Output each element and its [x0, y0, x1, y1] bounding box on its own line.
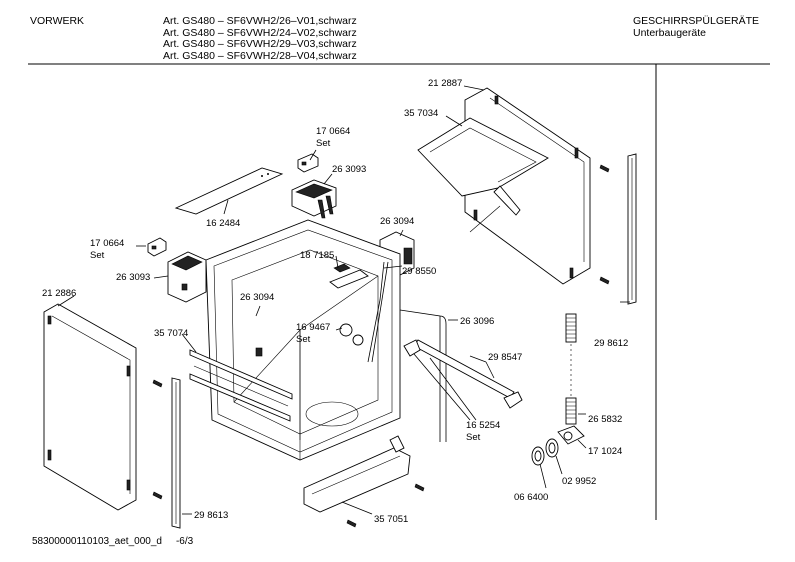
washer	[545, 438, 559, 458]
category-subtitle: Unterbaugeräte	[633, 26, 706, 39]
category-title: GESCHIRRSPÜLGERÄTE	[633, 15, 760, 27]
insulation-strip	[174, 167, 284, 215]
article-line: Art. GS480 – SF6VWH2/24–V02,schwarz	[163, 26, 357, 39]
document-id: 58300000110103_aet_000_d	[32, 536, 162, 547]
part-number-label: 06 6400	[514, 492, 548, 503]
bracket-set-left	[147, 237, 167, 257]
screw-icon	[346, 519, 357, 528]
top-insulation-plate	[417, 117, 549, 233]
edge-strip-right	[627, 153, 637, 305]
part-number-label: 29 8612	[594, 338, 628, 349]
part-number-label: 26 3096	[460, 316, 494, 327]
tub-frame	[205, 219, 401, 461]
part-number-label: 29 8550	[402, 266, 436, 277]
door-seal	[367, 261, 389, 363]
adjustable-foot	[557, 313, 585, 445]
page-number: -6/3	[175, 536, 194, 547]
nut	[531, 446, 545, 466]
part-number-label: 26 5832	[588, 414, 622, 425]
connector-housing-left	[167, 251, 207, 303]
brand-name: VORWERK	[30, 15, 85, 27]
part-number-label: 26 3094	[380, 216, 414, 227]
part-number-label: 29 8613	[194, 510, 228, 521]
part-number-label: 26 3093	[332, 164, 366, 175]
part-number-label: 35 7051	[374, 514, 408, 525]
base-panel	[303, 435, 411, 513]
part-number-label: 26 3094	[240, 292, 274, 303]
article-line: Art. GS480 – SF6VWH2/26–V01,schwarz	[163, 15, 357, 27]
screw-icon	[599, 276, 610, 285]
article-line: Art. GS480 – SF6VWH2/28–V04,schwarz	[163, 49, 357, 62]
part-number-label: 26 3093	[116, 272, 150, 283]
door-seal-loop	[399, 309, 447, 442]
part-number-label: 18 7185	[300, 250, 334, 261]
rail-left	[189, 349, 293, 422]
leader-lines	[57, 85, 630, 515]
connector-housing-top	[291, 179, 337, 219]
bracket-set-top	[297, 153, 319, 173]
screw-icon	[152, 379, 163, 388]
part-number-label: 35 7074	[154, 328, 188, 339]
screw-icon	[414, 483, 425, 492]
footer: 58300000110103_aet_000_d -6/3	[32, 536, 207, 547]
screw-icon	[152, 491, 163, 500]
leveling-rod	[403, 339, 523, 409]
article-line: Art. GS480 – SF6VWH2/29–V03,schwarz	[163, 38, 357, 50]
part-number-label: 21 2886	[42, 288, 76, 299]
part-number-label: 35 7034	[404, 108, 438, 119]
category-block: GESCHIRRSPÜLGERÄTE Unterbaugeräte	[633, 15, 760, 39]
article-list: Art. GS480 – SF6VWH2/26–V01,schwarz Art.…	[163, 15, 357, 62]
part-number-label: 21 2887	[428, 78, 462, 89]
part-number-label: 16 2484	[206, 218, 240, 229]
screw-icon	[599, 164, 610, 173]
part-number-label: 02 9952	[562, 476, 596, 487]
part-number-label: 17 1024	[588, 446, 622, 457]
side-panel-left	[43, 303, 137, 511]
edge-strip-left	[171, 377, 181, 529]
part-number-label: 29 8547	[488, 352, 522, 363]
